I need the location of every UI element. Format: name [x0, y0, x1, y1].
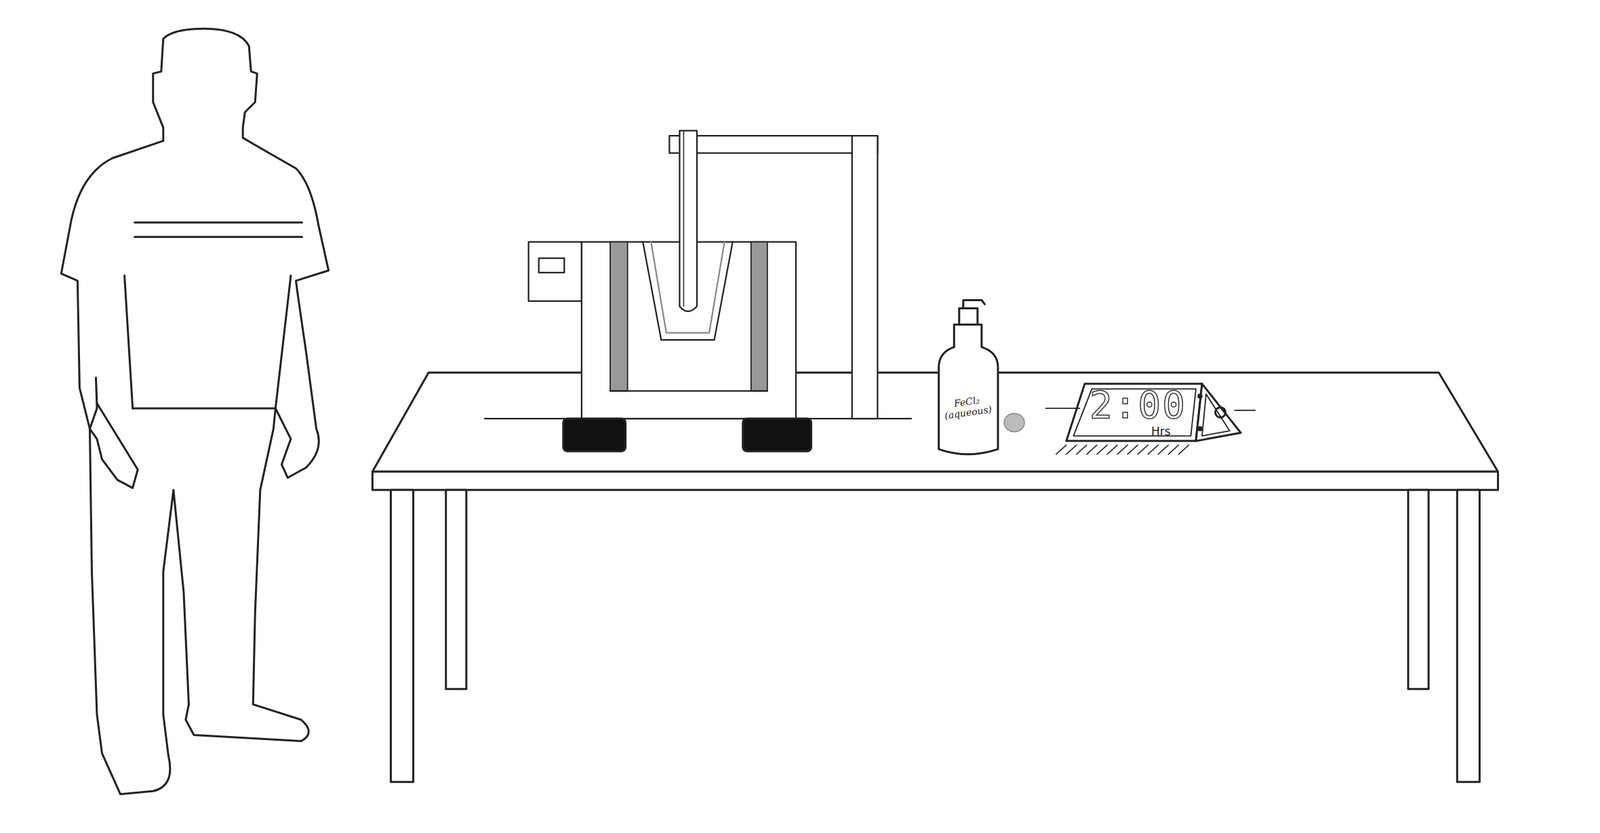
stirring-rod	[679, 130, 697, 312]
chamber-floor	[610, 389, 768, 392]
heating-element	[751, 242, 768, 392]
panel-display	[538, 258, 565, 273]
stand-arm	[669, 135, 878, 154]
shirt-hem	[132, 406, 276, 409]
table-top	[372, 372, 1498, 472]
rod-edge	[683, 130, 685, 307]
shirt-stripe	[134, 235, 303, 238]
person-outline	[61, 28, 329, 794]
arm-line	[275, 275, 291, 409]
pump-nozzle	[963, 299, 986, 308]
bottle	[938, 324, 998, 455]
clock	[1046, 383, 1256, 455]
shirt-stripe	[134, 221, 303, 224]
table-leg	[446, 489, 467, 689]
stand-post	[852, 135, 878, 419]
table-leg	[390, 489, 413, 782]
foot	[743, 418, 812, 451]
control-panel	[528, 242, 582, 302]
arm-line	[124, 275, 133, 409]
bottle-pump	[959, 307, 978, 325]
heating-element	[610, 242, 628, 392]
foot	[563, 418, 626, 451]
table-leg	[1408, 489, 1429, 689]
table-leg	[1456, 489, 1480, 782]
table-edge	[372, 471, 1498, 490]
base-line	[484, 417, 912, 419]
spill	[1004, 412, 1025, 432]
clock-unit: Hrs	[1151, 425, 1171, 438]
clock-readout: 2:00	[1089, 385, 1187, 424]
